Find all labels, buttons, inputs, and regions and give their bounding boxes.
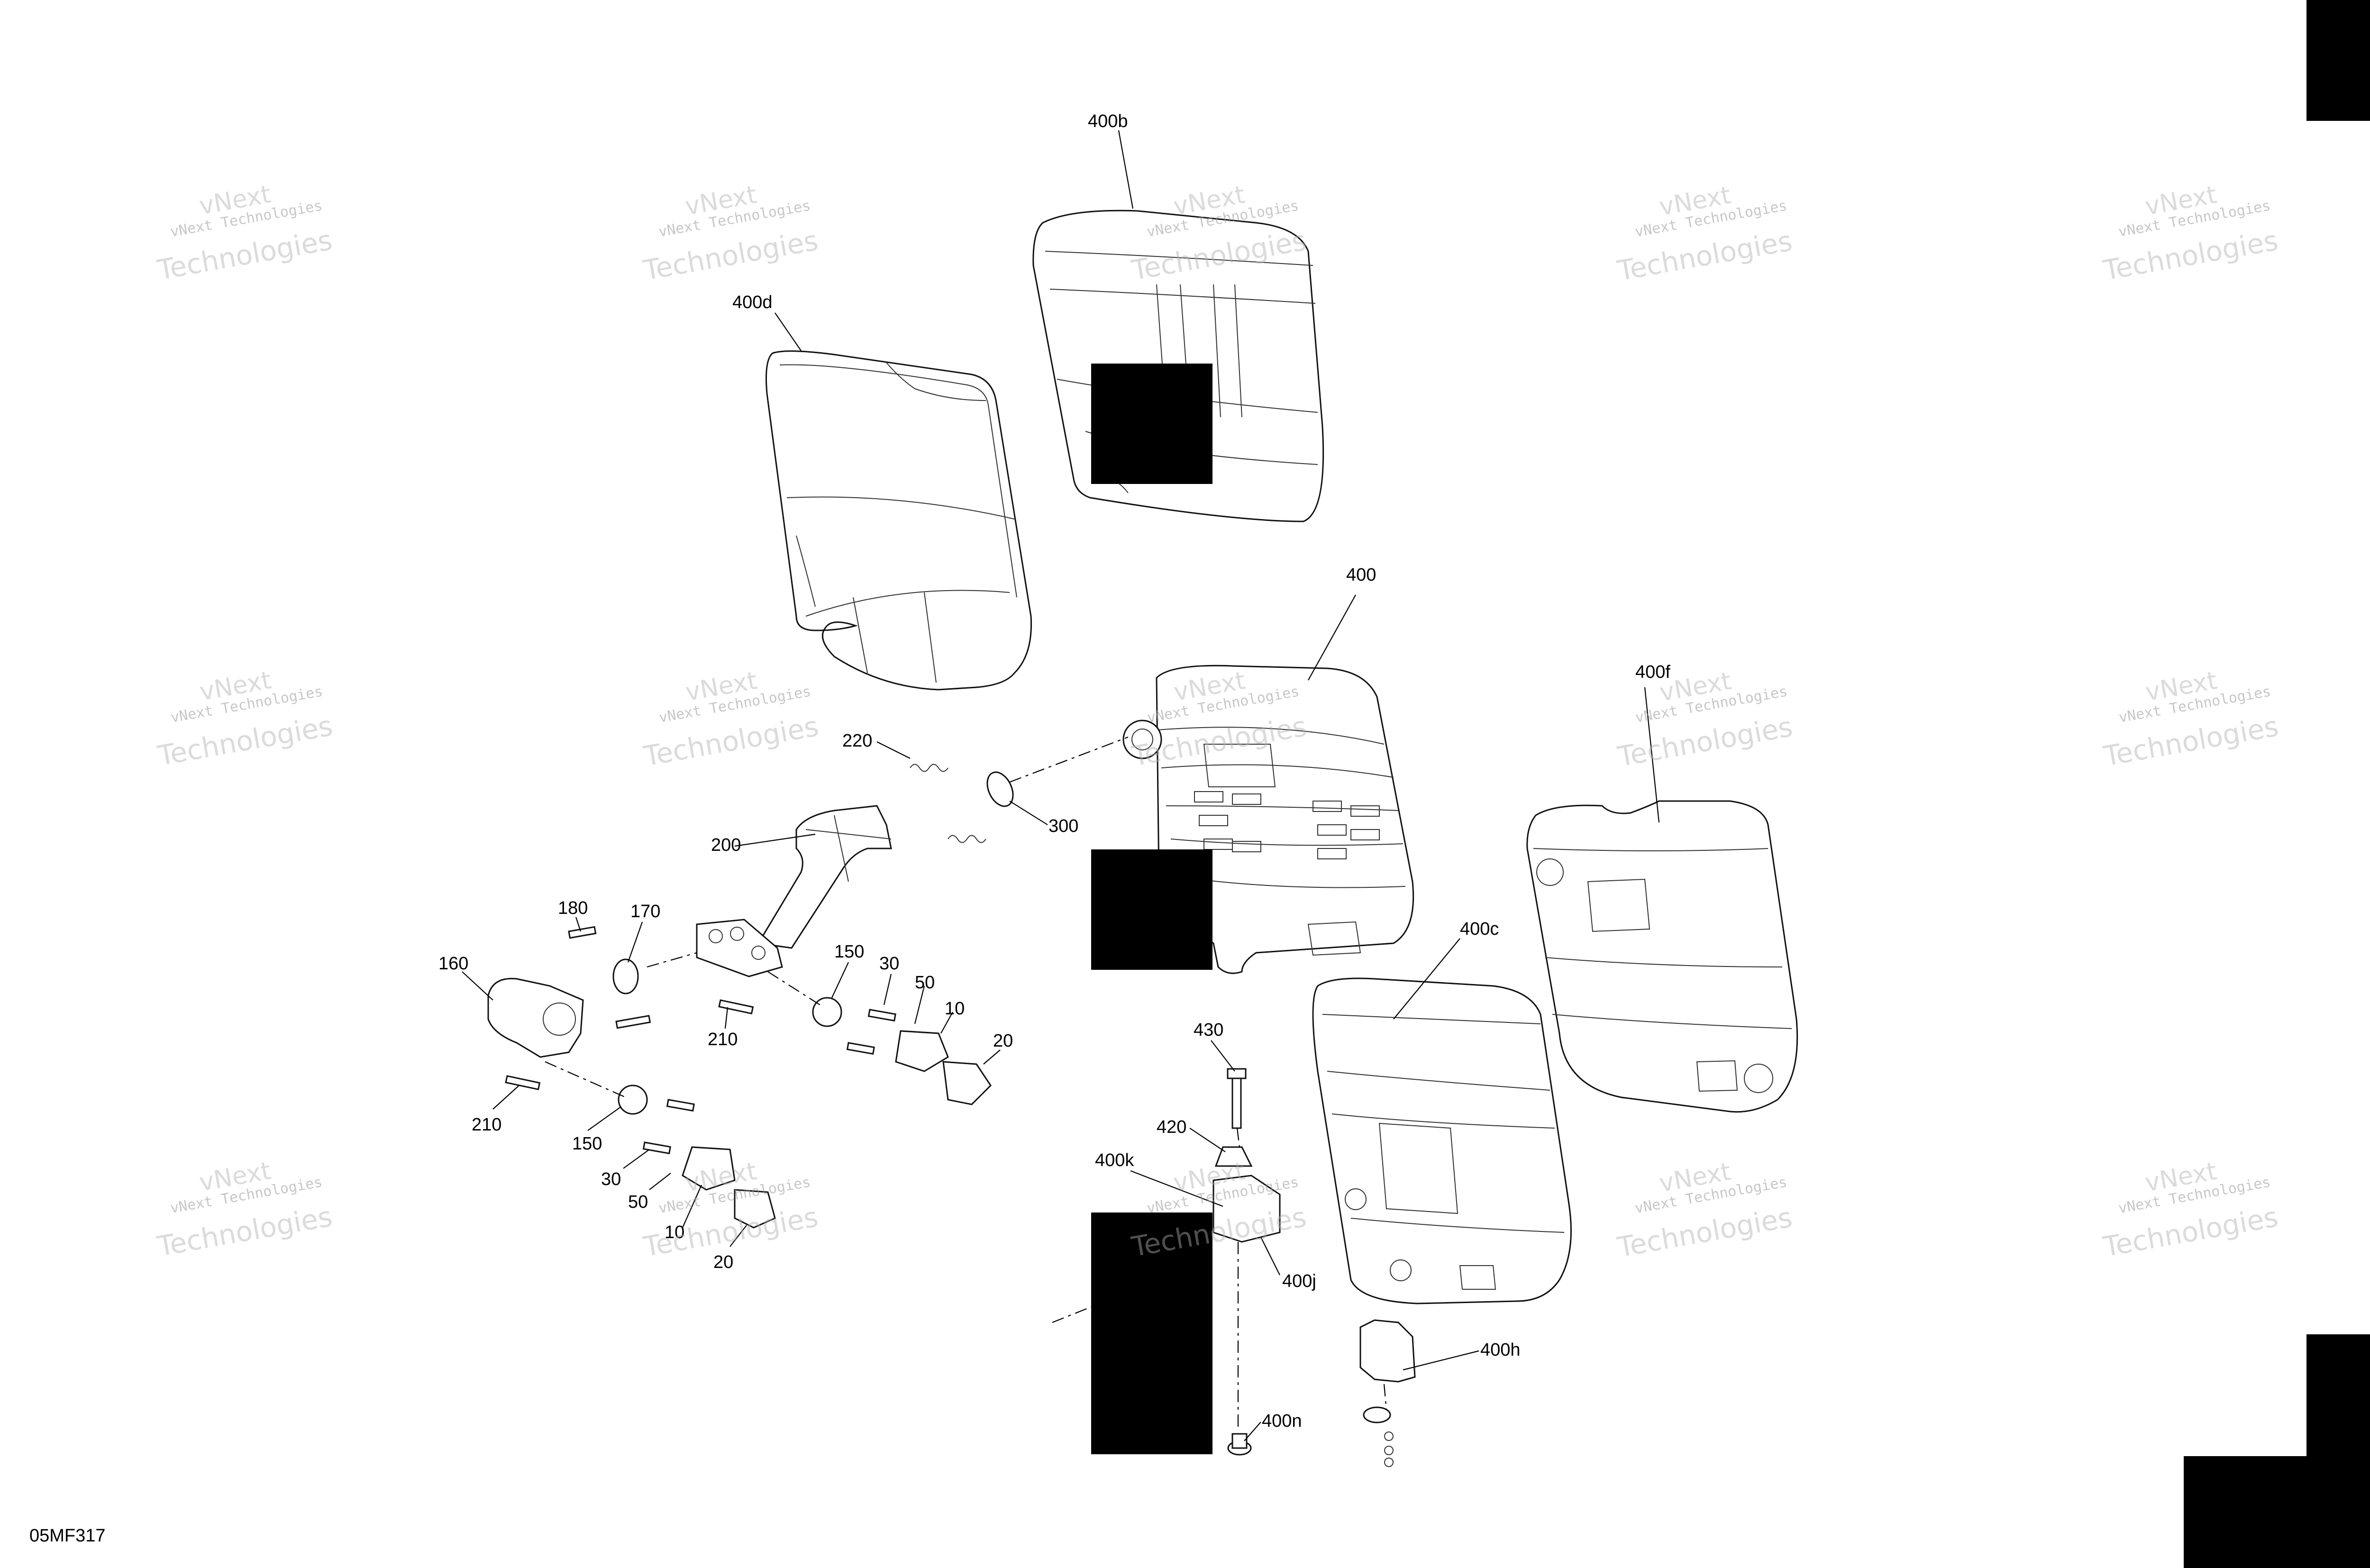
leader-lines	[462, 130, 1660, 1441]
callout-210-lower: 210	[472, 1115, 501, 1135]
part-10-flange-lower	[682, 1146, 736, 1191]
callout-50-upper: 50	[915, 973, 935, 993]
part-400d-shield	[766, 350, 1032, 691]
callout-20-lower: 20	[713, 1252, 733, 1272]
part-studs	[505, 926, 896, 1155]
redaction-block-3	[1091, 1212, 1212, 1454]
watermark-r3c4: Technologies vNext Technologies vNext	[1614, 1158, 1795, 1264]
part-160-elbow	[487, 977, 584, 1058]
part-400-muffler	[1122, 665, 1414, 974]
redaction-block-1	[1091, 364, 1212, 484]
part-200-exhaust-pipe	[757, 805, 892, 949]
callout-400c: 400c	[1460, 919, 1499, 939]
callout-400f: 400f	[1635, 662, 1670, 682]
callout-420: 420	[1157, 1117, 1186, 1137]
callout-210-upper: 210	[708, 1030, 738, 1049]
callout-150-upper: 150	[834, 942, 864, 962]
watermark-r3c2: Technologies vNext Technologies vNext	[640, 1157, 820, 1263]
figure-code: 05MF317	[29, 1526, 106, 1546]
callout-430: 430	[1194, 1020, 1223, 1040]
watermark-r2c2: Technologies vNext Technologies vNext	[641, 666, 821, 773]
watermark-r3c1: Technologies vNext Technologies vNext	[155, 1157, 335, 1263]
watermark-r2c4: Technologies vNext Technologies vNext	[1615, 667, 1795, 773]
callout-labels: 400b 400d 400 400f 220 300 200 180 170 1…	[438, 111, 1670, 1431]
callout-10-lower: 10	[665, 1222, 684, 1242]
watermark-r1c5: Technologies vNext Technologies vNext	[2100, 181, 2280, 287]
callout-30-lower: 30	[601, 1169, 621, 1189]
callout-400d: 400d	[732, 292, 773, 312]
callout-10-upper: 10	[945, 999, 965, 1019]
callout-400h: 400h	[1480, 1340, 1521, 1360]
redaction-block-top-right	[2306, 0, 2370, 121]
part-400f-shield	[1526, 800, 1798, 1113]
callout-400: 400	[1346, 565, 1376, 585]
callout-160: 160	[438, 954, 468, 974]
part-collector-flange	[696, 919, 783, 977]
watermark-r1c1: Technologies vNext Technologies vNext	[155, 180, 335, 286]
redaction-block-bottom-right-lower	[2184, 1456, 2370, 1568]
redaction-block-2	[1091, 849, 1212, 970]
part-400c-shield	[1312, 977, 1572, 1304]
part-170-gasket	[612, 958, 639, 994]
callout-150-lower: 150	[572, 1134, 602, 1154]
callout-180: 180	[558, 898, 588, 918]
part-220-springs	[910, 764, 986, 843]
part-10-flange-upper	[895, 1030, 949, 1072]
watermark-r3c5: Technologies vNext Technologies vNext	[2100, 1157, 2280, 1263]
callout-30-upper: 30	[879, 954, 899, 974]
part-150-gasket-upper	[812, 997, 842, 1027]
callout-20-upper: 20	[993, 1031, 1013, 1051]
part-150-gasket-lower	[618, 1085, 648, 1115]
watermark-r1c4: Technologies vNext Technologies vNext	[1614, 181, 1795, 287]
part-20-gasket-lower	[734, 1189, 776, 1229]
callout-170: 170	[630, 902, 660, 921]
callout-400b: 400b	[1088, 111, 1128, 131]
watermark-r2c1: Technologies vNext Technologies vNext	[155, 666, 335, 772]
callout-50-lower: 50	[628, 1192, 648, 1212]
watermark-r1c2: Technologies vNext Technologies vNext	[640, 181, 820, 287]
callout-200: 200	[711, 835, 741, 855]
callout-400j: 400j	[1282, 1271, 1316, 1291]
watermark-r2c5: Technologies vNext Technologies vNext	[2101, 666, 2281, 773]
part-400h-bracket	[1359, 1319, 1416, 1467]
callout-220: 220	[842, 731, 872, 751]
part-300-gasket	[986, 771, 1014, 807]
callout-300: 300	[1048, 816, 1078, 836]
part-20-gasket-upper	[942, 1061, 992, 1105]
callout-400n: 400n	[1262, 1411, 1302, 1431]
part-400j-bracket	[1212, 1175, 1281, 1243]
part-430-bolt	[1227, 1068, 1247, 1129]
callout-400k: 400k	[1095, 1150, 1134, 1170]
